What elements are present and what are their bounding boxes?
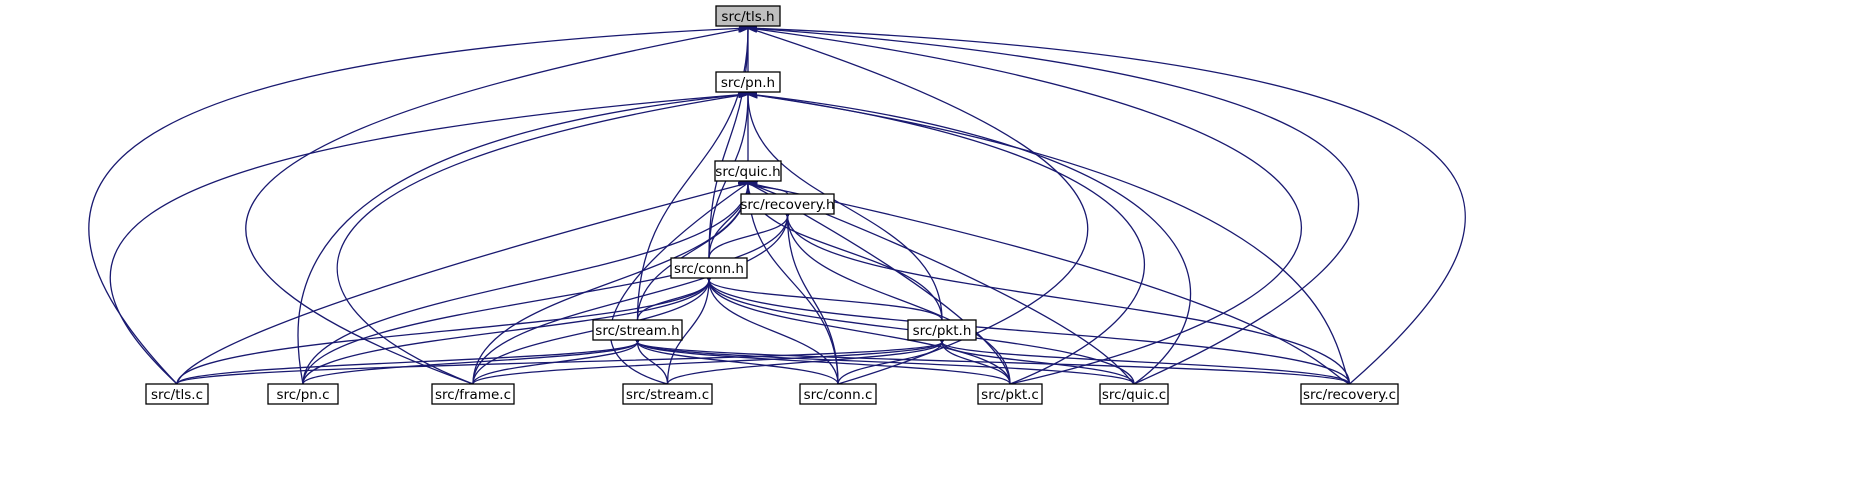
edge-tls-c-includes-conn-h [176,280,709,385]
node-label: src/pkt.c [981,387,1039,403]
nodes-layer: src/tls.h src/pn.h src/quic.h src/recovery.… [145,5,1399,405]
node-box [431,383,515,405]
node-label: src/pkt.h [913,323,972,339]
edge-frame-c-includes-recovery-h [472,216,788,385]
edge-conn-h-includes-tls-h [708,28,748,259]
edge-pn-c-includes-stream-h [302,342,638,385]
node-conn-c[interactable]: src/conn.c [799,383,877,405]
node-label: src/pn.c [276,387,329,403]
node-label: src/recovery.h [740,197,834,213]
edge-pkt-c-includes-recovery-h [788,216,1011,385]
node-box [714,160,782,182]
node-box [907,319,977,341]
edge-tls-c-includes-quic-h [176,183,748,385]
node-box [267,383,339,405]
edge-stream-c-includes-conn-h [666,280,710,385]
edge-tls-c-includes-tls-h [88,28,748,385]
edge-pkt-c-includes-pkt-h [942,342,1011,385]
edge-recovery-c-includes-pkt-h [942,342,1351,385]
edge-recovery-c-includes-quic-h [748,183,1350,385]
node-box [977,383,1043,405]
node-box [715,71,781,93]
edge-pkt-c-includes-tls-h [748,28,1302,385]
edge-conn-c-includes-quic-h [748,183,839,385]
edge-stream-c-includes-stream-h [638,342,669,385]
edge-recovery-c-includes-pn-h [748,94,1351,385]
edge-pkt-c-includes-conn-h [709,280,1011,385]
edge-pkt-h-includes-pn-h [748,94,943,321]
node-box [670,257,748,279]
node-pn-h[interactable]: src/pn.h [715,71,781,93]
edges-layer [88,28,1466,385]
edge-quic-c-includes-pn-h [748,94,1192,385]
node-quic-h[interactable]: src/quic.h [714,160,782,182]
node-label: src/recovery.c [1303,387,1396,403]
node-stream-h[interactable]: src/stream.h [592,319,683,341]
edge-tls-c-includes-stream-h [176,342,638,385]
edge-quic-c-includes-quic-h [748,183,1135,385]
node-box [1099,383,1169,405]
node-box [592,319,683,341]
node-label: src/conn.c [804,387,873,403]
edge-recovery-c-includes-tls-h [748,28,1466,385]
node-pkt-h[interactable]: src/pkt.h [907,319,977,341]
edge-conn-c-includes-conn-h [709,280,839,385]
edge-frame-c-includes-conn-h [472,280,709,385]
node-label: src/tls.c [151,387,203,403]
node-box [622,383,713,405]
node-box [799,383,877,405]
edge-conn-c-includes-pkt-h [837,342,942,385]
edge-pn-c-includes-recovery-h [302,216,788,385]
node-pkt-c[interactable]: src/pkt.c [977,383,1043,405]
node-label: src/stream.h [595,323,679,339]
node-pn-c[interactable]: src/pn.c [267,383,339,405]
node-stream-c[interactable]: src/stream.c [622,383,713,405]
node-label: src/quic.h [715,164,780,180]
node-label: src/tls.h [721,9,774,25]
edge-recovery-c-includes-recovery-h [788,216,1351,385]
edge-quic-c-includes-pkt-h [942,342,1135,385]
edge-conn-h-includes-recovery-h [708,216,788,259]
edge-frame-c-includes-quic-h [472,183,748,385]
node-tls-c[interactable]: src/tls.c [145,383,209,405]
edge-conn-c-includes-stream-h [638,342,839,385]
edge-pn-c-includes-quic-h [302,183,748,385]
edge-stream-c-includes-pkt-h [666,342,943,385]
edge-quic-c-includes-tls-h [748,28,1360,385]
node-recovery-c[interactable]: src/recovery.c [1300,383,1399,405]
node-box [715,5,781,27]
node-box [740,193,835,215]
node-label: src/conn.h [674,261,744,277]
node-conn-h[interactable]: src/conn.h [670,257,748,279]
edge-tls-c-includes-pkt-h [176,342,942,385]
node-label: src/quic.c [1102,387,1166,403]
edge-recovery-c-includes-stream-h [638,342,1351,385]
edge-pkt-c-includes-pn-h [748,94,1146,385]
edge-frame-c-includes-pkt-h [472,342,942,385]
edge-pn-c-includes-conn-h [302,280,709,385]
edge-stream-c-includes-quic-h [609,183,748,385]
node-tls-h[interactable]: src/tls.h [715,5,781,27]
edge-quic-c-includes-stream-h [638,342,1135,385]
edge-frame-c-includes-tls-h [245,28,748,385]
edge-pkt-h-includes-conn-h [709,280,943,321]
node-frame-c[interactable]: src/frame.c [431,383,515,405]
node-label: src/stream.c [626,387,709,403]
node-box [1300,383,1399,405]
edge-pkt-c-includes-stream-h [638,342,1011,385]
edge-pn-c-includes-pn-h [297,94,748,385]
edge-tls-c-includes-pn-h [109,94,748,385]
node-quic-c[interactable]: src/quic.c [1099,383,1169,405]
edge-recovery-c-includes-conn-h [709,280,1351,385]
node-label: src/frame.c [435,387,511,403]
edge-frame-c-includes-pn-h [336,94,748,385]
node-recovery-h[interactable]: src/recovery.h [740,193,835,215]
node-label: src/pn.h [721,75,775,91]
edge-stream-h-includes-quic-h [636,183,749,321]
node-box [145,383,209,405]
